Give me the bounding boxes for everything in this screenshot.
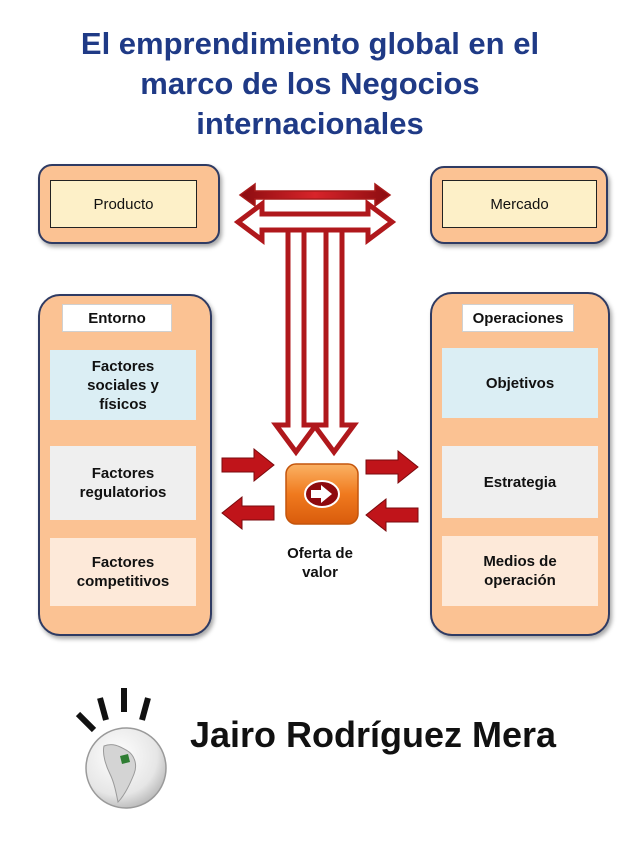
oferta-button bbox=[285, 463, 359, 525]
arrow-to-center-left bbox=[221, 448, 275, 483]
factores-sociales-box: Factores sociales y físicos bbox=[50, 350, 196, 420]
estrategia-box: Estrategia bbox=[442, 446, 598, 518]
page-title: El emprendimiento global en el marco de … bbox=[80, 26, 540, 141]
operaciones-header: Operaciones bbox=[462, 304, 574, 332]
oferta-label: Oferta de valor bbox=[287, 545, 353, 581]
factores-regulatorios-box: Factores regulatorios bbox=[50, 446, 196, 520]
author-name: Jairo Rodríguez Mera bbox=[190, 714, 557, 755]
connector-arrows bbox=[233, 182, 397, 457]
factores-competitivos-box: Factores competitivos bbox=[50, 538, 196, 606]
right-down-arrow bbox=[309, 227, 359, 457]
medios-operacion-box: Medios de operación bbox=[442, 536, 598, 606]
arrow-to-center-right bbox=[365, 497, 419, 533]
left-down-arrow bbox=[271, 227, 321, 457]
left-side-arrows bbox=[221, 448, 275, 531]
middle-double-arrow bbox=[233, 199, 397, 245]
right-arrow-icon bbox=[311, 485, 332, 503]
mercado-label: Mercado bbox=[442, 180, 597, 228]
globe-logo bbox=[75, 688, 167, 809]
right-side-arrows bbox=[365, 450, 419, 533]
arrow-from-center-left bbox=[221, 495, 275, 531]
entorno-header: Entorno bbox=[62, 304, 172, 332]
top-double-arrow bbox=[238, 182, 392, 208]
producto-label: Producto bbox=[50, 180, 197, 228]
arrow-from-center-right bbox=[365, 450, 419, 485]
objetivos-box: Objetivos bbox=[442, 348, 598, 418]
